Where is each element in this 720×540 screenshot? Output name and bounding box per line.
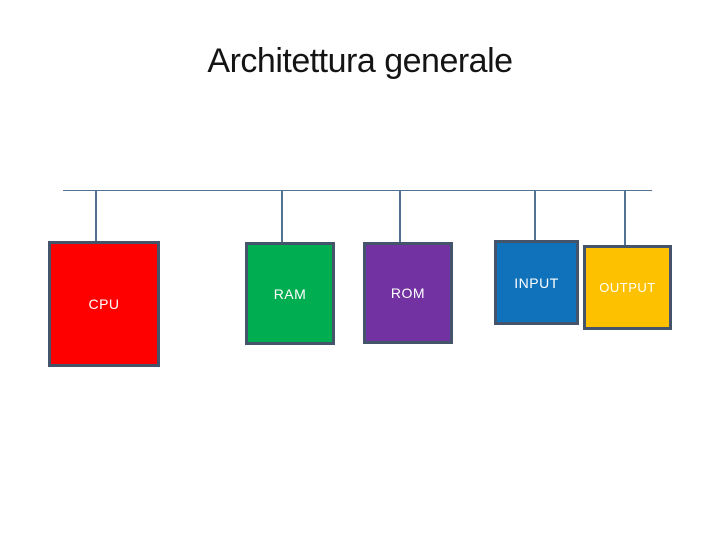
connector-line-rom	[399, 191, 401, 242]
box-label-ram: RAM	[273, 285, 307, 302]
diagram-box-output: OUTPUT	[583, 245, 672, 330]
box-label-rom: ROM	[390, 285, 426, 301]
connector-line-cpu	[95, 191, 97, 241]
bus-connector-line	[63, 190, 652, 191]
connector-line-input	[534, 191, 536, 240]
diagram-box-ram: RAM	[245, 242, 335, 345]
diagram-box-rom: ROM	[363, 242, 453, 344]
box-label-input: INPUT	[514, 274, 559, 291]
slide-title: Architettura generale	[207, 42, 513, 80]
connector-line-ram	[281, 191, 283, 242]
box-label-cpu: CPU	[88, 296, 120, 312]
box-label-output: OUTPUT	[599, 280, 656, 295]
diagram-box-input: INPUT	[494, 240, 579, 325]
diagram-box-cpu: CPU	[48, 241, 160, 367]
connector-line-output	[624, 191, 626, 245]
